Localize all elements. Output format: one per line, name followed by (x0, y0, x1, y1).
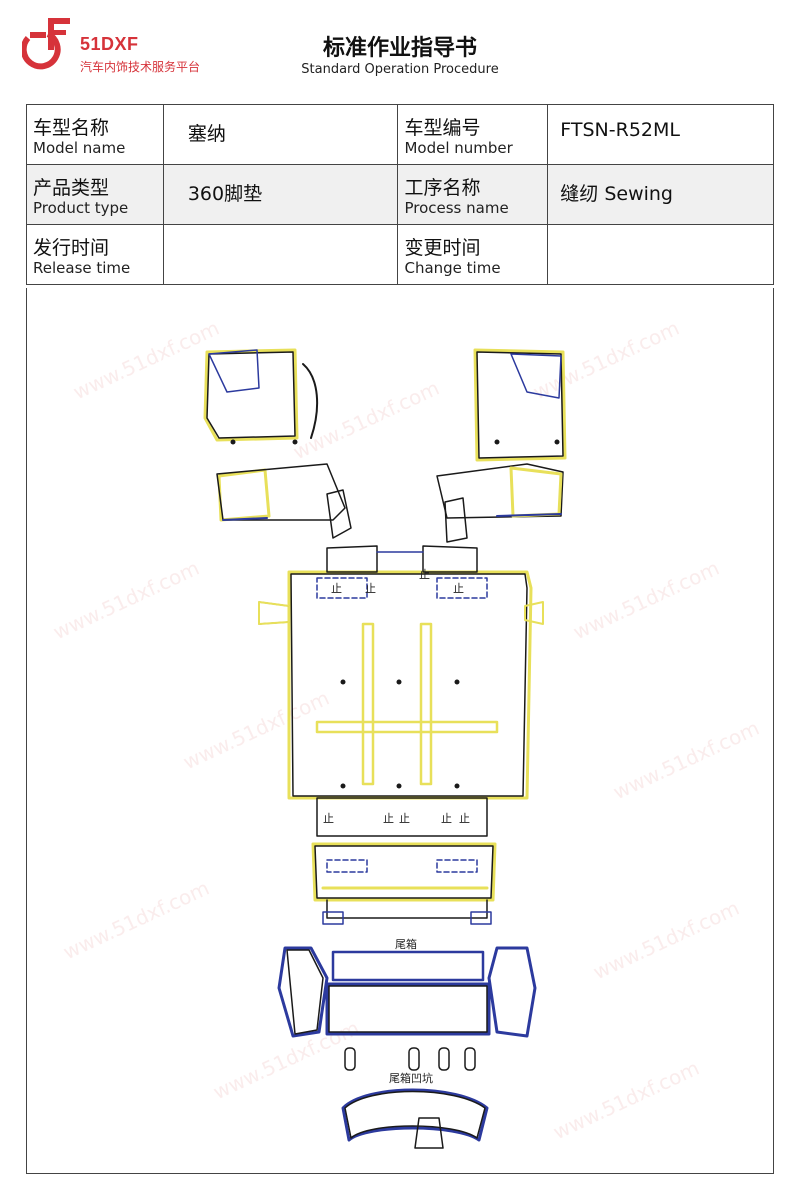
product-type-label-en: Product type (33, 199, 129, 217)
trunk-pit-label: 尾箱凹坑 (389, 1072, 433, 1085)
stop-mark: 止 (453, 582, 464, 595)
trunk-mat-piece (277, 946, 537, 1071)
info-row-time: 发行时间 Release time 变更时间 Change time (26, 224, 774, 285)
trunk-pit-mat-piece (341, 1088, 489, 1149)
process-name-label-cn: 工序名称 (404, 177, 481, 199)
middle-floor-mat-piece (258, 545, 544, 800)
info-row-model: 车型名称 Model name 塞纳 车型编号 Model number FTS… (26, 104, 774, 165)
model-number-value: FTSN-R52ML (560, 119, 680, 141)
stop-mark: 止 (323, 812, 334, 825)
product-type-value: 360脚垫 (187, 183, 263, 205)
stop-mark: 止 (383, 812, 394, 825)
third-row-mat-piece (311, 797, 497, 925)
stop-mark: 止 (459, 812, 470, 825)
page-subtitle: Standard Operation Procedure (301, 62, 499, 77)
mat-pattern-diagram (203, 348, 567, 1149)
model-number-label-cn: 车型编号 (404, 117, 481, 139)
change-time-label-cn: 变更时间 (404, 237, 481, 259)
brand-name: 51DXF (80, 34, 139, 54)
change-time-label-en: Change time (404, 259, 501, 277)
product-type-value-cell: 360脚垫 (162, 164, 399, 225)
process-name-value: 缝纫 Sewing (560, 183, 673, 205)
model-name-value-cell: 塞纳 (162, 104, 399, 165)
trunk-label: 尾箱 (395, 938, 417, 951)
info-table: 车型名称 Model name 塞纳 车型编号 Model number FTS… (26, 104, 774, 285)
model-name-value: 塞纳 (187, 123, 226, 145)
process-name-label-en: Process name (404, 199, 509, 217)
model-number-label-en: Model number (404, 139, 513, 157)
pattern-drawing-panel: www.51dxf.com www.51dxf.com www.51dxf.co… (26, 288, 774, 1174)
change-time-label-cell: 变更时间 Change time (397, 224, 549, 285)
model-name-label-cell: 车型名称 Model name (26, 104, 164, 165)
model-number-label-cell: 车型编号 Model number (397, 104, 549, 165)
stop-mark: 止 (331, 582, 342, 595)
model-name-label-cn: 车型名称 (33, 117, 110, 139)
stitch-marker-dots (230, 439, 560, 789)
stop-mark: 止 (419, 568, 430, 581)
front-left-mat-piece (203, 348, 352, 539)
release-time-label-en: Release time (33, 259, 131, 277)
process-name-value-cell: 缝纫 Sewing (547, 164, 774, 225)
product-type-label-cell: 产品类型 Product type (26, 164, 164, 225)
release-time-label-cn: 发行时间 (33, 237, 110, 259)
model-number-value-cell: FTSN-R52ML (547, 104, 774, 165)
process-name-label-cell: 工序名称 Process name (397, 164, 549, 225)
product-type-label-cn: 产品类型 (33, 177, 110, 199)
stop-mark: 止 (365, 582, 376, 595)
release-time-value-cell (162, 224, 399, 285)
brand-subtitle: 汽车内饰技术服务平台 (80, 60, 201, 74)
brand-logo-icon (20, 16, 76, 76)
model-name-label-en: Model name (33, 139, 126, 157)
info-row-product: 产品类型 Product type 360脚垫 工序名称 Process nam… (26, 164, 774, 225)
stop-mark: 止 (399, 812, 410, 825)
release-time-label-cell: 发行时间 Release time (26, 224, 164, 285)
front-right-mat-piece (436, 348, 567, 543)
change-time-value-cell (547, 224, 774, 285)
change-time-value (548, 225, 773, 239)
stop-mark: 止 (441, 812, 452, 825)
release-time-value (164, 225, 398, 239)
page-title: 标准作业指导书 (322, 36, 477, 61)
